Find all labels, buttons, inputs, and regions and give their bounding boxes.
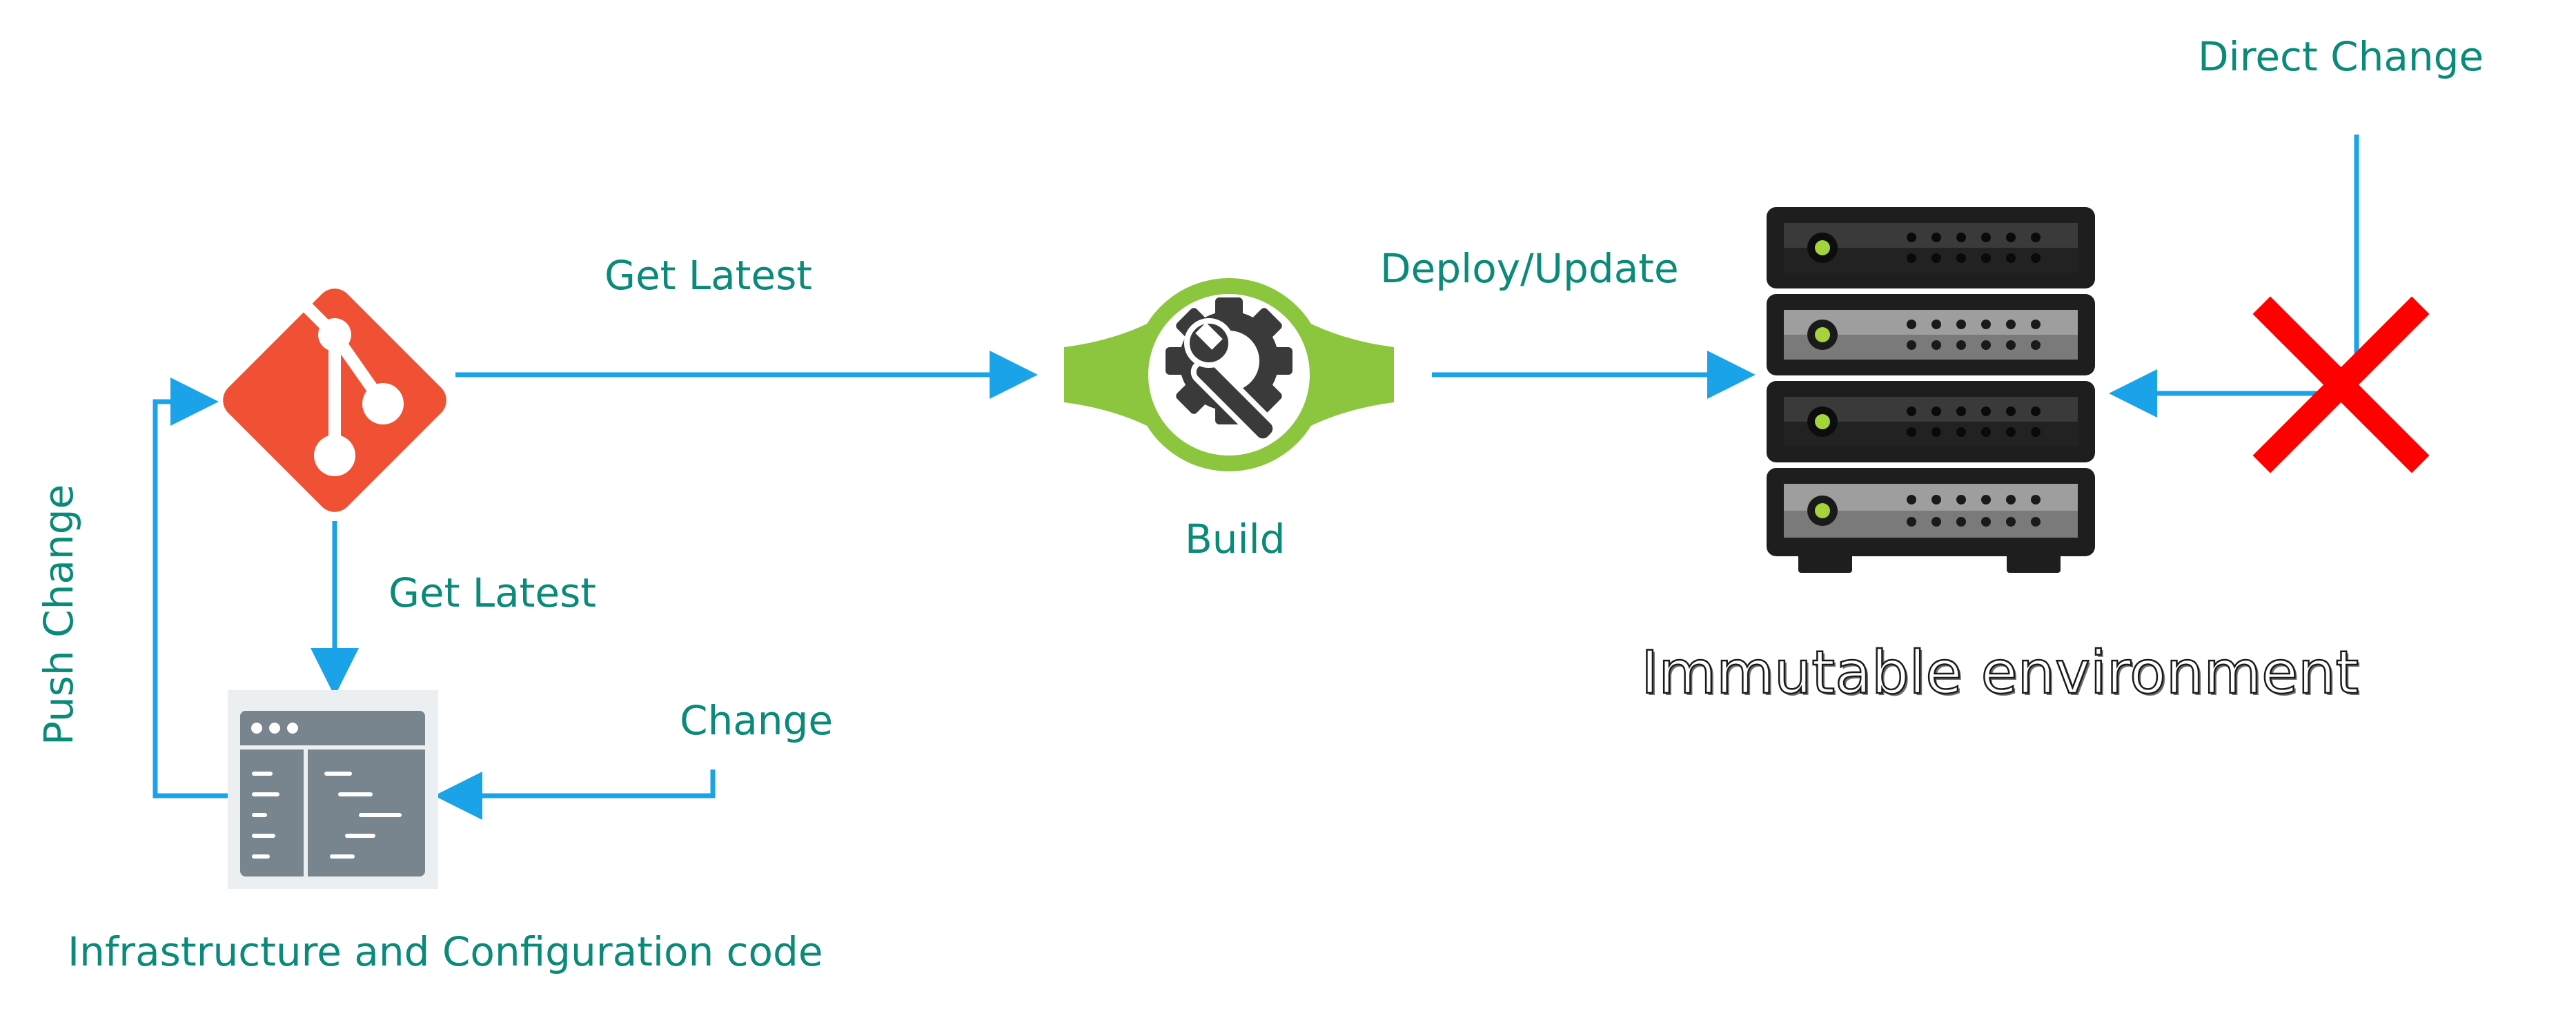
arrow-change-to-code [434, 770, 716, 820]
code-window-icon [228, 690, 438, 889]
label-change: Change [680, 697, 834, 744]
label-immutable-environment: Immutable environment [1640, 638, 2360, 707]
label-push-change: Push Change [35, 484, 82, 745]
label-infrastructure-code: Infrastructure and Configuration code [68, 928, 823, 975]
label-build: Build [1185, 516, 1286, 562]
git-logo-icon [223, 288, 446, 512]
gear-wrench-icon [1064, 278, 1394, 471]
label-deploy-update: Deploy/Update [1380, 245, 1679, 292]
server-rack-icon [1767, 207, 2095, 573]
arrow-push-change [153, 378, 228, 799]
server-unit [1767, 381, 2095, 462]
server-unit [1767, 207, 2095, 288]
label-get-latest-side: Get Latest [389, 569, 597, 616]
server-unit [1767, 468, 2095, 556]
label-get-latest-top: Get Latest [604, 252, 813, 299]
red-x-icon [2252, 296, 2430, 473]
server-unit [1767, 294, 2095, 375]
label-direct-change: Direct Change [2198, 33, 2484, 80]
